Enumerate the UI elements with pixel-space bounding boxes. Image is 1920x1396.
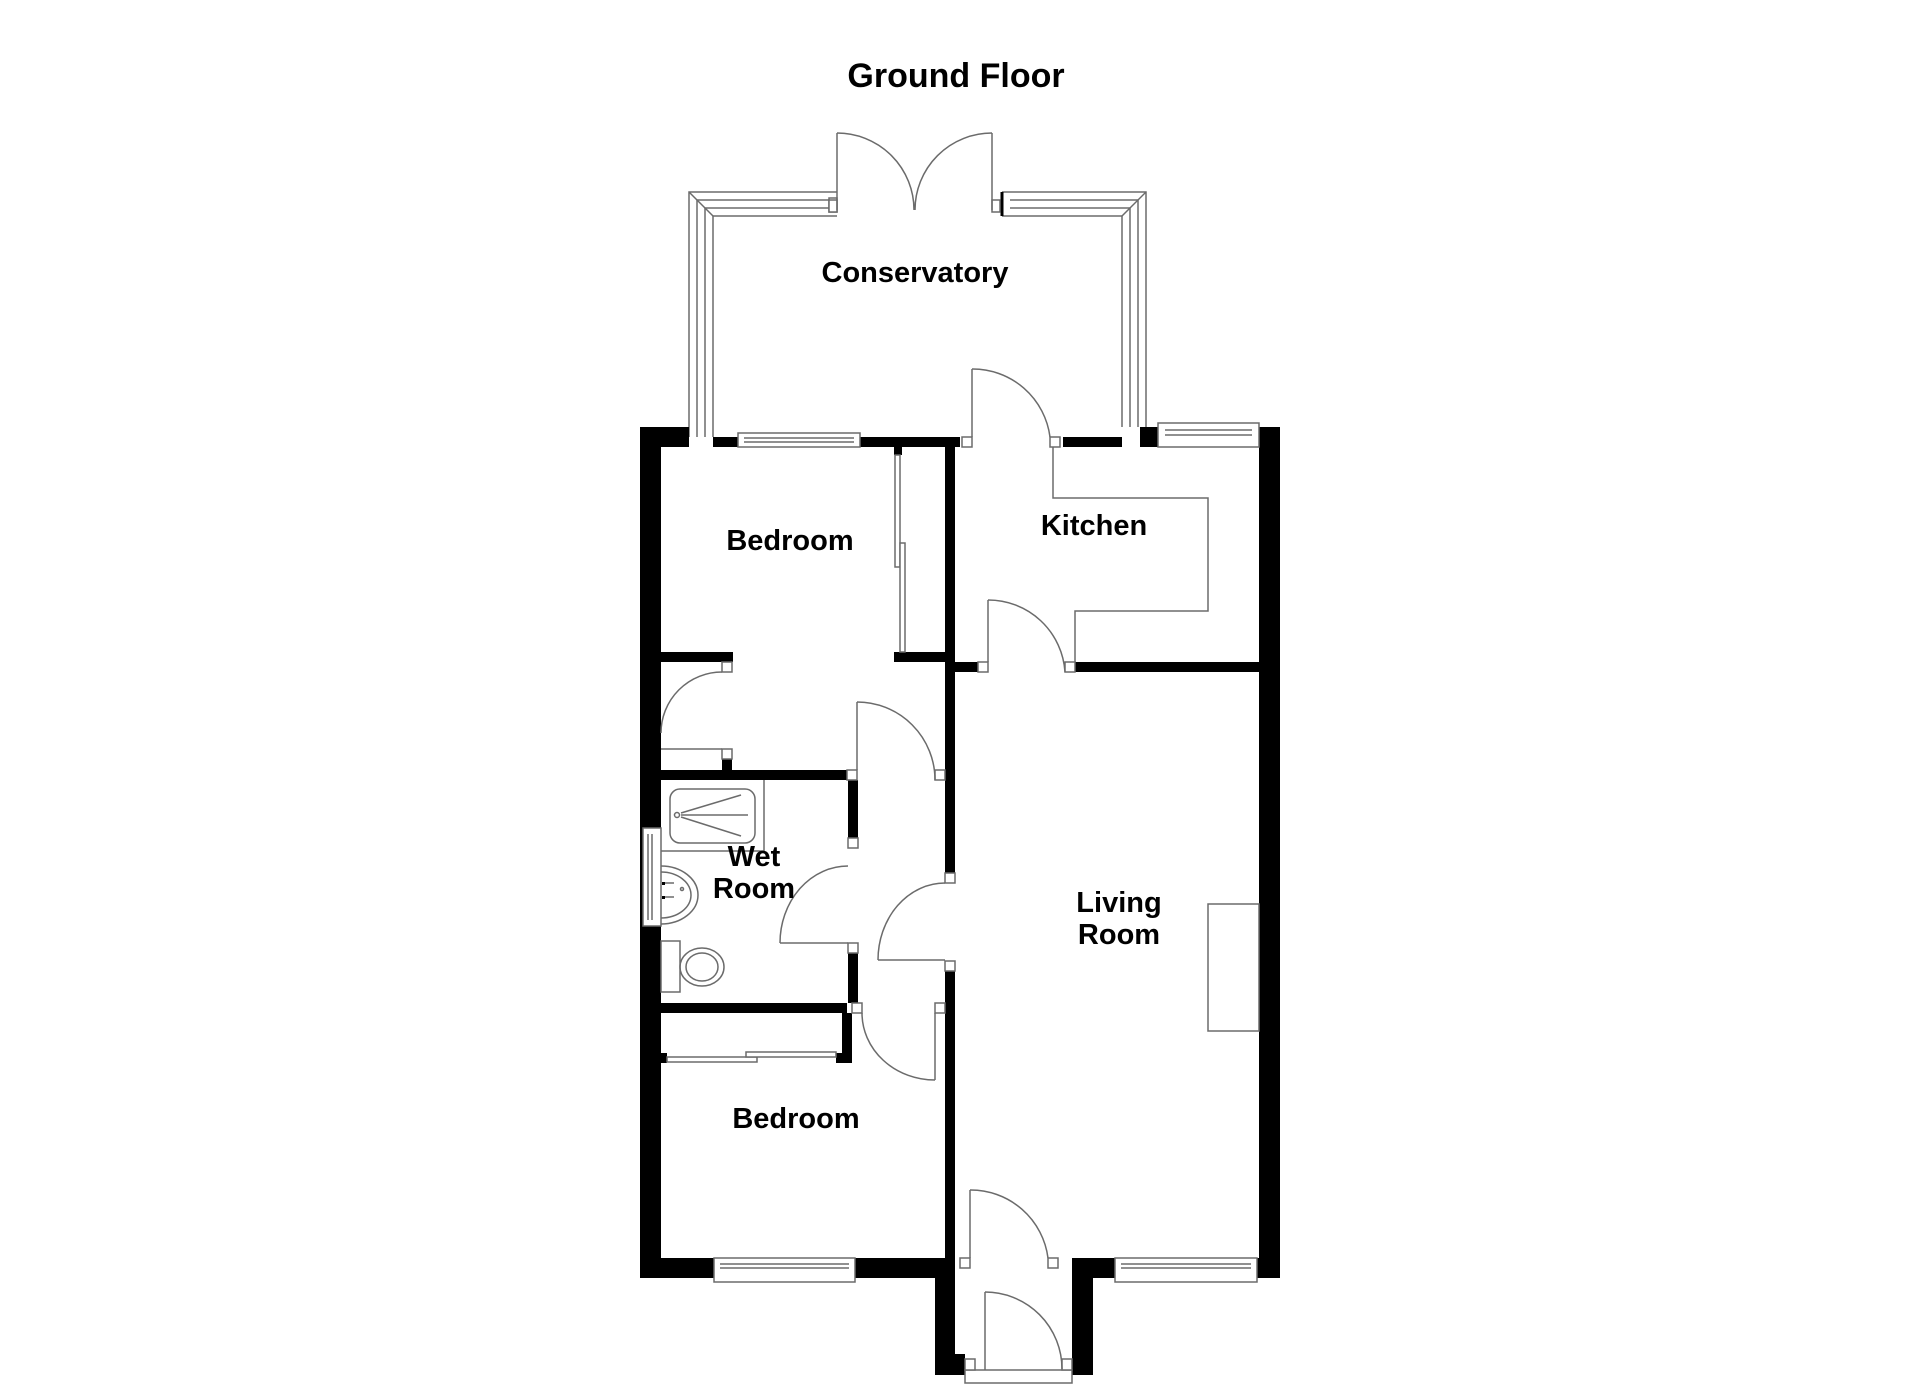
room-label-conservatory: Conservatory — [822, 257, 1009, 289]
fireplace-hearth — [1207, 903, 1260, 1032]
room-label-bedroom-2: Bedroom — [732, 1103, 859, 1135]
conservatory-left-frame — [688, 191, 838, 437]
outer-walls — [640, 427, 1280, 1278]
room-label-wet-room-line1: Wet — [728, 841, 781, 873]
room-label-living-room-line1: Living — [1076, 887, 1161, 919]
window-living-room — [1114, 1257, 1258, 1283]
shower-tray — [661, 780, 765, 852]
room-label-kitchen: Kitchen — [1041, 510, 1147, 542]
french-doors[interactable] — [828, 132, 1001, 213]
room-label-living-room-line2: Room — [1078, 919, 1160, 951]
door-kitchen-hall[interactable] — [977, 599, 1076, 673]
room-label-bedroom-1: Bedroom — [726, 525, 853, 557]
door-porch-inner[interactable] — [959, 1189, 1059, 1269]
wardrobe-bedroom-1 — [894, 454, 906, 653]
window-bedroom-2 — [713, 1257, 856, 1283]
door-closet[interactable] — [660, 661, 733, 760]
window-wet-room — [642, 827, 662, 927]
conservatory: Conservatory — [688, 132, 1147, 437]
room-label-wet-room-line2: Room — [713, 873, 795, 905]
interior-walls — [661, 447, 1259, 1258]
wash-basin — [660, 865, 699, 925]
porch — [935, 1278, 1093, 1384]
door-living-room[interactable] — [877, 872, 956, 972]
door-bedroom-1[interactable] — [846, 701, 946, 781]
door-wet-room[interactable] — [779, 837, 859, 954]
wardrobe-bedroom-2 — [666, 1051, 837, 1063]
floor-title: Ground Floor — [847, 57, 1064, 95]
door-kitchen-conservatory[interactable] — [961, 368, 1061, 448]
toilet — [660, 940, 725, 993]
kitchen-counter — [1052, 447, 1209, 662]
front-door[interactable] — [964, 1291, 1073, 1371]
window-kitchen — [1157, 422, 1260, 448]
conservatory-right-frame — [1000, 191, 1147, 427]
door-bedroom-2[interactable] — [851, 1002, 946, 1081]
window-bedroom-1 — [737, 432, 861, 448]
